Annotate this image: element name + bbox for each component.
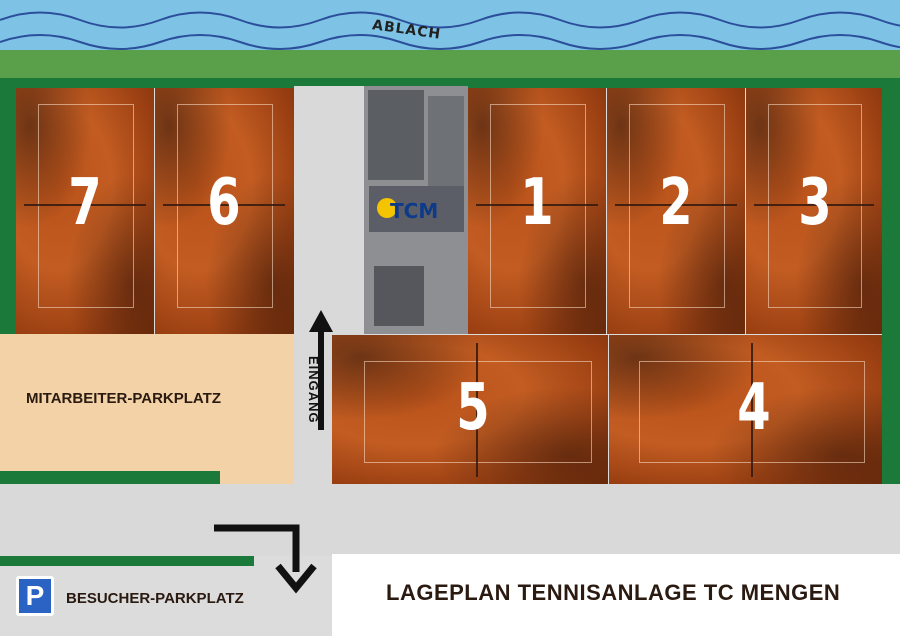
court-number: 1 <box>520 166 554 240</box>
court-3[interactable]: 3 <box>746 88 882 334</box>
court-7[interactable]: 7 <box>16 88 154 334</box>
arrow-up-icon <box>309 310 333 430</box>
court-2[interactable]: 2 <box>607 88 745 334</box>
court-number: 4 <box>737 371 771 445</box>
court-4[interactable]: 4 <box>609 335 882 484</box>
court-number: 6 <box>207 166 241 240</box>
court-5[interactable]: 5 <box>332 335 608 484</box>
hedge-top <box>0 78 900 88</box>
clubhouse-logo: TCM <box>390 199 439 223</box>
court-6[interactable]: 6 <box>155 88 294 334</box>
entrance-label: EINGANG <box>306 356 321 424</box>
grass-strip <box>0 50 900 78</box>
tcm-logo-icon <box>377 198 397 218</box>
staff-parking-label: MITARBEITER-PARKPLATZ <box>26 390 221 407</box>
wave-icon <box>0 11 900 50</box>
arrow-turn-down-icon <box>214 524 317 594</box>
hedge-right <box>882 78 900 484</box>
page-title: LAGEPLAN TENNISANLAGE TC MENGEN <box>386 580 841 605</box>
hedge-left <box>0 78 16 334</box>
main-path <box>0 484 900 556</box>
hedge-visitor-parking <box>0 556 254 566</box>
staff-parking-area <box>0 334 294 484</box>
visitor-parking-label: BESUCHER-PARKPLATZ <box>66 590 244 607</box>
roof <box>374 266 424 326</box>
roof <box>428 96 464 196</box>
parking-icon: P <box>16 576 54 616</box>
court-number: 3 <box>798 166 832 240</box>
court-number: 5 <box>456 371 490 445</box>
court-1[interactable]: 1 <box>468 88 606 334</box>
court-number: 7 <box>68 166 102 240</box>
title-panel <box>332 554 900 636</box>
roof <box>368 90 424 180</box>
court-number: 2 <box>659 166 693 240</box>
hedge-staff-parking <box>0 471 220 484</box>
